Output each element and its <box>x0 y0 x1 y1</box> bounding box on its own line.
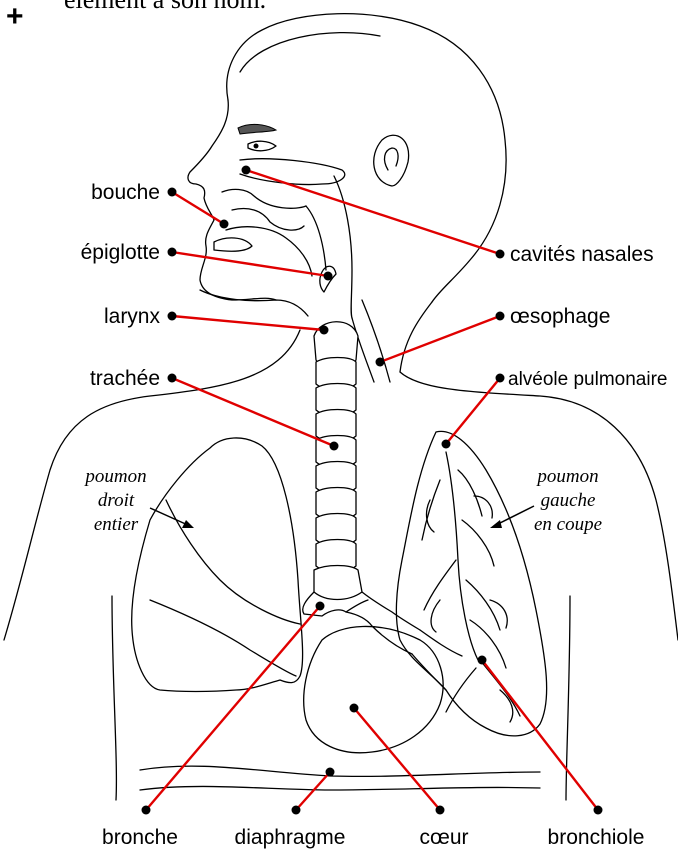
label-bronche: bronche <box>102 826 178 849</box>
label-trachee: trachée <box>90 367 160 390</box>
label-epiglotte: épiglotte <box>81 241 160 264</box>
instruction-fragment: élément à son nom. <box>64 0 266 14</box>
heart <box>304 626 443 752</box>
annotation-line: poumon <box>83 466 146 487</box>
label-alveole-pulmonaire: alvéole pulmonaire <box>508 369 668 390</box>
label-coeur: cœur <box>420 826 469 849</box>
label-diaphragme: diaphragme <box>235 826 346 849</box>
label-cavites-nasales: cavités nasales <box>510 243 654 266</box>
label-bronchiole: bronchiole <box>548 826 645 849</box>
plus-icon: + <box>6 0 24 33</box>
annotation-line: droit <box>98 490 135 511</box>
annotation-line: gauche <box>541 490 596 511</box>
annotation-line: entier <box>94 514 139 535</box>
label-oesophage: œsophage <box>510 305 610 328</box>
annotation-line: en coupe <box>534 514 602 535</box>
label-bouche: bouche <box>91 181 160 204</box>
left-lung-section <box>396 431 546 735</box>
poumon-droit-annotation: poumon droit entier <box>83 466 146 535</box>
leader-lines <box>146 170 598 810</box>
annotation-line: poumon <box>535 466 598 487</box>
poumon-gauche-annotation: poumon gauche en coupe <box>534 466 602 535</box>
label-larynx: larynx <box>104 305 161 328</box>
right-lung <box>132 438 303 692</box>
